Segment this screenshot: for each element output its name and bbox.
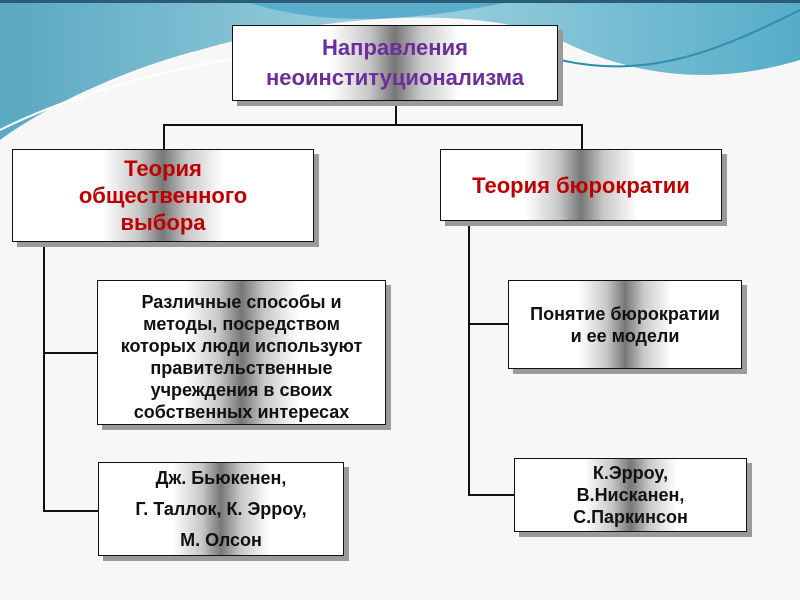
connector bbox=[163, 124, 582, 126]
author: М. Олсон bbox=[180, 529, 262, 550]
bureaucracy-node: Теория бюрократии bbox=[440, 149, 722, 221]
connector bbox=[395, 100, 397, 125]
public-choice-heading: Теория общественного выбора bbox=[78, 156, 248, 235]
author: К.Эрроу, bbox=[592, 463, 669, 483]
connector bbox=[468, 220, 470, 495]
bureaucracy-description: Понятие бюрократии и ее модели bbox=[508, 280, 742, 369]
connector bbox=[43, 241, 45, 511]
bureaucracy-heading: Теория бюрократии bbox=[472, 172, 690, 198]
connector bbox=[468, 323, 509, 325]
public-choice-authors: Дж. Бьюкенен, Г. Таллок, К. Эрроу, М. Ол… bbox=[98, 462, 344, 556]
public-choice-description-text: Различные способы и методы, посредством … bbox=[120, 291, 363, 422]
bureaucracy-description-text: Понятие бюрократии и ее модели bbox=[530, 303, 720, 346]
author: В.Нисканен, bbox=[576, 485, 685, 505]
author: Дж. Бьюкенен, bbox=[155, 467, 287, 488]
connector bbox=[468, 494, 514, 496]
public-choice-node: Теория общественного выбора bbox=[12, 149, 314, 242]
connector bbox=[163, 124, 165, 149]
connector bbox=[43, 510, 98, 512]
connector bbox=[581, 124, 583, 149]
author: Г. Таллок, К. Эрроу, bbox=[135, 498, 307, 519]
author: С.Паркинсон bbox=[573, 507, 688, 527]
public-choice-description: Различные способы и методы, посредством … bbox=[97, 280, 386, 425]
bureaucracy-authors: К.Эрроу, В.Нисканен, С.Паркинсон bbox=[514, 458, 747, 532]
root-title: Направления неоинституционализма bbox=[266, 35, 524, 90]
connector bbox=[43, 352, 98, 354]
root-node: Направления неоинституционализма bbox=[232, 25, 558, 101]
